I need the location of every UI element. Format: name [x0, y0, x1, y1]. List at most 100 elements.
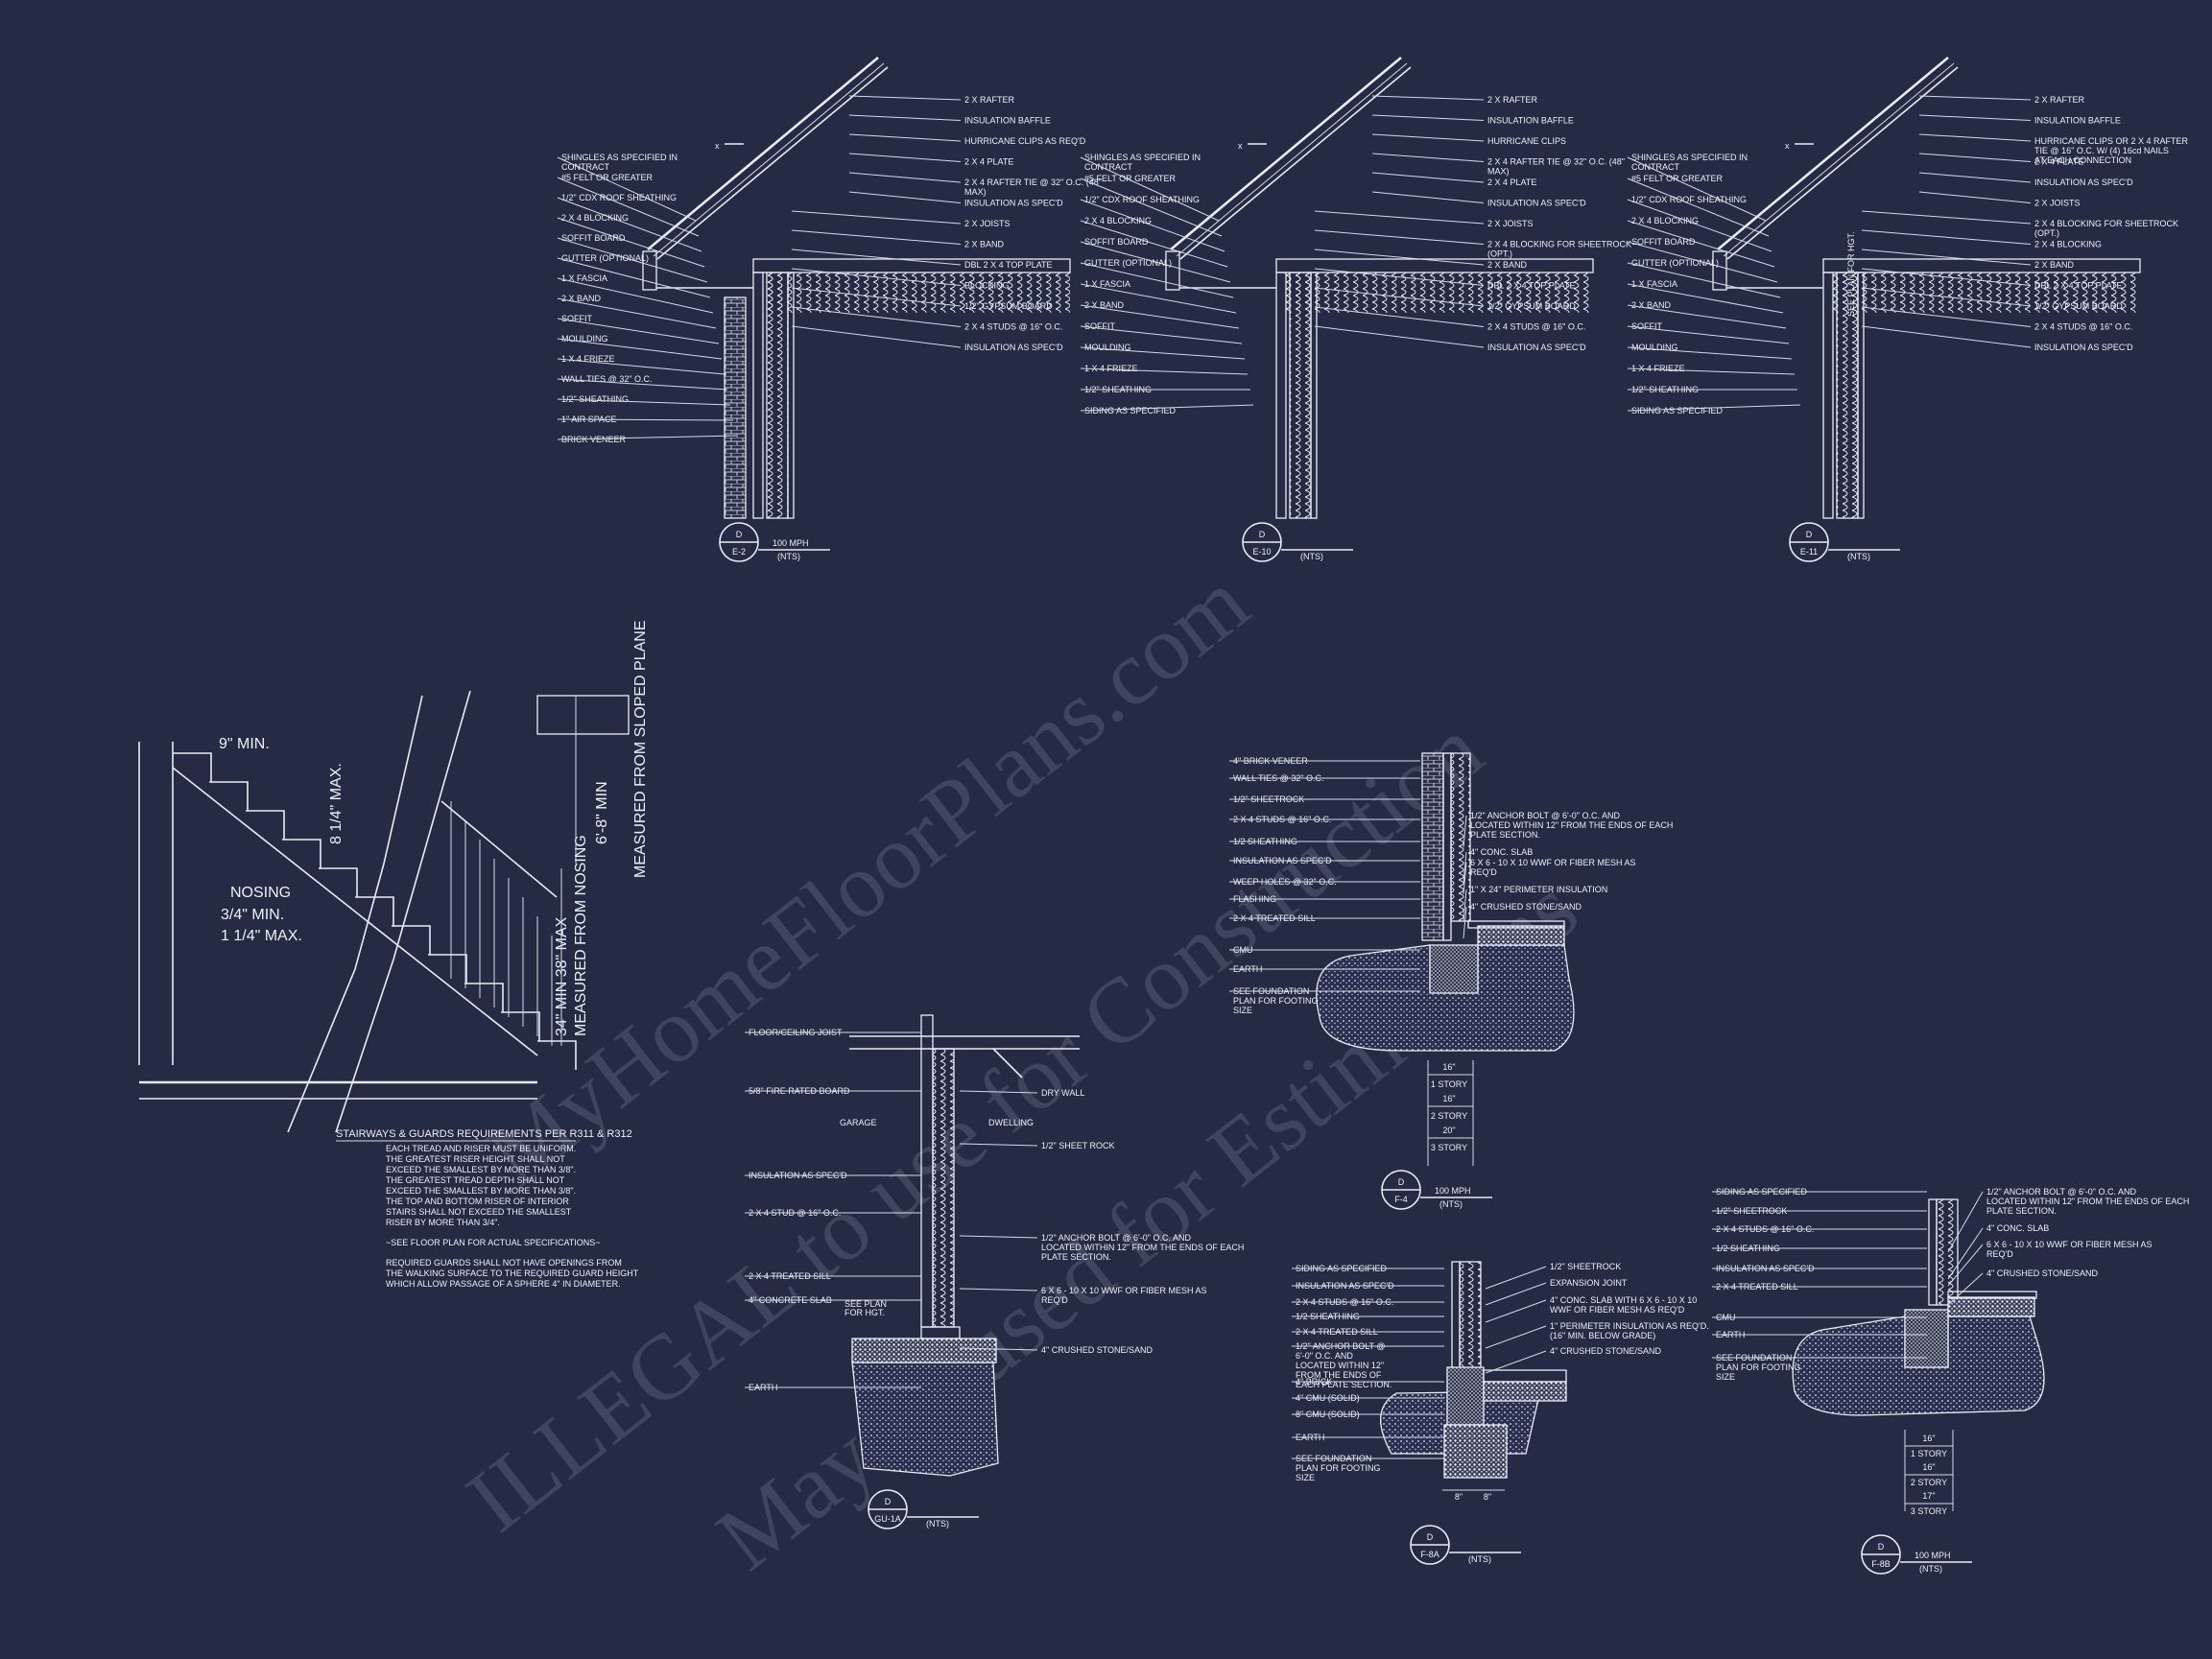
detail-tag-note: (NTS)	[1300, 552, 1323, 561]
leader-label: (OPT.)	[1487, 249, 1512, 259]
leader-line	[1314, 325, 1485, 348]
leader-line	[1627, 304, 1787, 329]
leader-line	[1485, 1325, 1547, 1349]
leader-label: 1/2" SHEETROCK	[1550, 1262, 1621, 1271]
leader-label: 2 X BAND	[964, 240, 1005, 249]
leader-line	[1947, 1227, 1984, 1280]
stair-step	[319, 867, 358, 897]
leader-line	[791, 249, 962, 266]
leader-label: 2 X 4 BLOCKING FOR SHEETROCK	[1487, 240, 1631, 249]
wall-insulation	[1459, 1261, 1482, 1373]
leader-label: 1/2" SHEATHING	[561, 394, 629, 404]
detail-tag-note: 100 MPH	[1435, 1186, 1471, 1196]
leader-line	[1627, 220, 1775, 268]
roof-shingle	[1176, 62, 1408, 257]
leader-label: PLAN FOR FOOTING	[1233, 996, 1319, 1006]
leader-label: 4" CRUSHED STONE/SAND	[1470, 902, 1582, 912]
leader-line	[1314, 287, 1485, 307]
dim-text: 8"	[1455, 1492, 1463, 1502]
leader-label: FROM THE ENDS OF	[1296, 1370, 1382, 1380]
stair-step	[209, 781, 249, 811]
leader-label: 1/2" CDX ROOF SHEATHING	[561, 193, 677, 202]
leader-line	[1463, 851, 1467, 885]
detail-tag-sheet: E-2	[732, 547, 746, 557]
detail-tag-sheet: F-8B	[1871, 1559, 1891, 1569]
detail-tag-note: (NTS)	[1468, 1554, 1491, 1564]
leader-label: 2 X 4 PLATE	[1487, 178, 1536, 187]
gypsum-board	[787, 272, 795, 519]
stair-note: ~SEE FLOOR PLAN FOR ACTUAL SPECIFICATION…	[386, 1238, 601, 1247]
earth-fill	[1792, 1315, 2045, 1416]
footing-story: 1 STORY	[1911, 1449, 1947, 1458]
see-plan-label: SEE PLAN	[844, 1299, 887, 1309]
leader-label: WWF OR FIBER MESH AS REQ'D	[1550, 1305, 1685, 1315]
leader-line	[1627, 262, 1781, 298]
leader-label: EACH PLATE SECTION.	[1296, 1380, 1391, 1389]
leader-label: PLATE SECTION.	[1470, 830, 1540, 840]
stair-stringer	[172, 767, 538, 1056]
leader-line	[1918, 114, 2032, 121]
leader-label: CONTRACT	[1631, 162, 1679, 172]
leader-line	[1861, 306, 2032, 327]
leader-label: 1" PERIMETER INSULATION AS REQ'D.	[1550, 1321, 1709, 1331]
wall-insulation	[1450, 752, 1471, 922]
leader-label: 1/2" CDX ROOF SHEATHING	[1631, 195, 1747, 204]
leader-line	[557, 358, 725, 375]
stair-note: THE GREATEST TREAD DEPTH SHALL NOT	[386, 1175, 565, 1185]
leader-label: 1/2" GYPSUM BOARD	[964, 301, 1053, 311]
footing-width: 17"	[1922, 1491, 1935, 1501]
leader-line	[1947, 1272, 1984, 1306]
leader-label: 1/2" ANCHOR BOLT @ 6'-0" O.C. AND	[1470, 811, 1620, 820]
cmu-footing	[1429, 944, 1479, 994]
stair-note: EXCEED THE SMALLEST BY MORE THAN 3/8".	[386, 1186, 576, 1196]
detail-tag-note: (NTS)	[926, 1519, 949, 1529]
leader-label: 2 X 4 BLOCKING	[561, 213, 629, 223]
tread-dimension: 9" MIN.	[219, 736, 270, 752]
leader-line	[1918, 153, 2032, 162]
leader-label: SHINGLES AS SPECIFIED IN	[1084, 153, 1201, 162]
leader-label: DRY WALL	[1041, 1088, 1084, 1098]
leader-line	[1861, 287, 2032, 307]
leader-label: 1 X FASCIA	[1084, 279, 1130, 289]
roof-rafter	[1170, 57, 1402, 250]
leader-label: CONTRACT	[1084, 162, 1132, 172]
leader-line	[1627, 156, 1767, 222]
see-plan-label: SEE PLAN FOR HGT.	[1846, 231, 1856, 317]
leader-label: PLATE SECTION.	[1986, 1206, 2057, 1216]
leader-line	[1485, 1266, 1547, 1290]
detail-tag-note: (NTS)	[1439, 1199, 1463, 1209]
wall-insulation	[1289, 272, 1312, 519]
roof-rafter	[1717, 57, 1949, 250]
leader-label: 2 X 4 RAFTER TIE @ 32" O.C. (48"	[964, 178, 1102, 187]
leader-line	[557, 297, 717, 329]
footing-story: 1 STORY	[1431, 1079, 1467, 1089]
stair-note: THE WALKING SURFACE TO THE REQUIRED GUAR…	[386, 1268, 639, 1278]
leader-line	[1627, 178, 1770, 237]
leader-line	[557, 318, 720, 344]
leader-label: 4" CRUSHED STONE/SAND	[1550, 1346, 1662, 1356]
leader-line	[1080, 178, 1223, 237]
leader-line	[557, 237, 708, 283]
leader-line	[848, 133, 962, 142]
leader-line	[1371, 172, 1485, 183]
leader-label: 2 X JOISTS	[964, 219, 1011, 228]
leader-label: 2 X 4 PLATE	[964, 157, 1013, 167]
leader-label: 2 X JOISTS	[2034, 199, 2081, 208]
leader-line	[1080, 283, 1237, 314]
leader-line	[959, 1090, 1038, 1094]
concrete-footing	[1443, 1424, 1508, 1479]
footing-width: 16"	[1442, 1062, 1455, 1072]
leader-label: 4" CONC. SLAB	[1470, 847, 1533, 857]
leader-line	[557, 156, 697, 222]
leader-label: SHINGLES AS SPECIFIED IN	[1631, 153, 1748, 162]
roof-sheathing	[1726, 66, 1959, 260]
leader-line	[1627, 404, 1801, 412]
footing-story: 3 STORY	[1431, 1143, 1467, 1152]
leader-line	[959, 1288, 1038, 1292]
leader-label: HURRICANE CLIPS	[1487, 136, 1566, 146]
leader-label: REQ'D	[1986, 1249, 2013, 1259]
leader-label: 1/2" ANCHOR BOLT @ 6'-0" O.C. AND	[1986, 1187, 2136, 1197]
leader-line	[1485, 1282, 1547, 1306]
leader-label: 1/2" GYPSUM BOARD	[2034, 301, 2123, 311]
